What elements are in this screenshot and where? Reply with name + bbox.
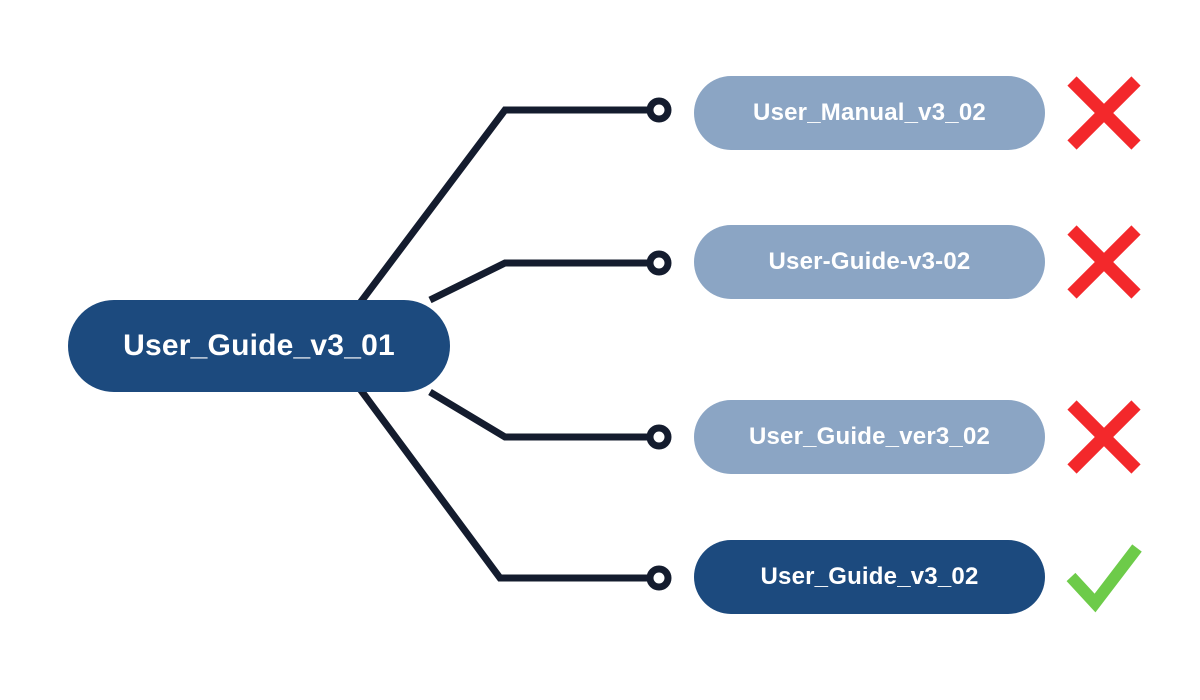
cross-icon [1058, 391, 1150, 483]
connector-path-2 [428, 388, 650, 441]
candidate-node-label-1: User-Guide-v3-02 [768, 248, 971, 275]
connector-path-3 [357, 386, 650, 582]
candidate-node-2[interactable]: User_Guide_ver3_02 [694, 400, 1045, 474]
connector-path-0 [357, 106, 650, 306]
connector-endpoint-3 [646, 565, 672, 591]
connector-endpoint-0 [646, 97, 672, 123]
cross-icon [1058, 67, 1150, 159]
connector-endpoints [646, 97, 672, 591]
candidate-node-1[interactable]: User-Guide-v3-02 [694, 225, 1045, 299]
candidate-node-0[interactable]: User_Manual_v3_02 [694, 76, 1045, 150]
candidate-node-label-2: User_Guide_ver3_02 [748, 423, 991, 450]
root-node[interactable]: User_Guide_v3_01 [68, 300, 450, 392]
check-icon [1058, 531, 1150, 623]
root-node-label: User_Guide_v3_01 [123, 329, 395, 362]
candidate-node-label-3: User_Guide_v3_02 [760, 563, 979, 590]
connector-path-1 [428, 259, 650, 304]
connector-endpoint-1 [646, 250, 672, 276]
candidate-node-3[interactable]: User_Guide_v3_02 [694, 540, 1045, 614]
cross-icon [1058, 216, 1150, 308]
candidate-node-label-0: User_Manual_v3_02 [753, 99, 986, 126]
connector-endpoint-2 [646, 424, 672, 450]
